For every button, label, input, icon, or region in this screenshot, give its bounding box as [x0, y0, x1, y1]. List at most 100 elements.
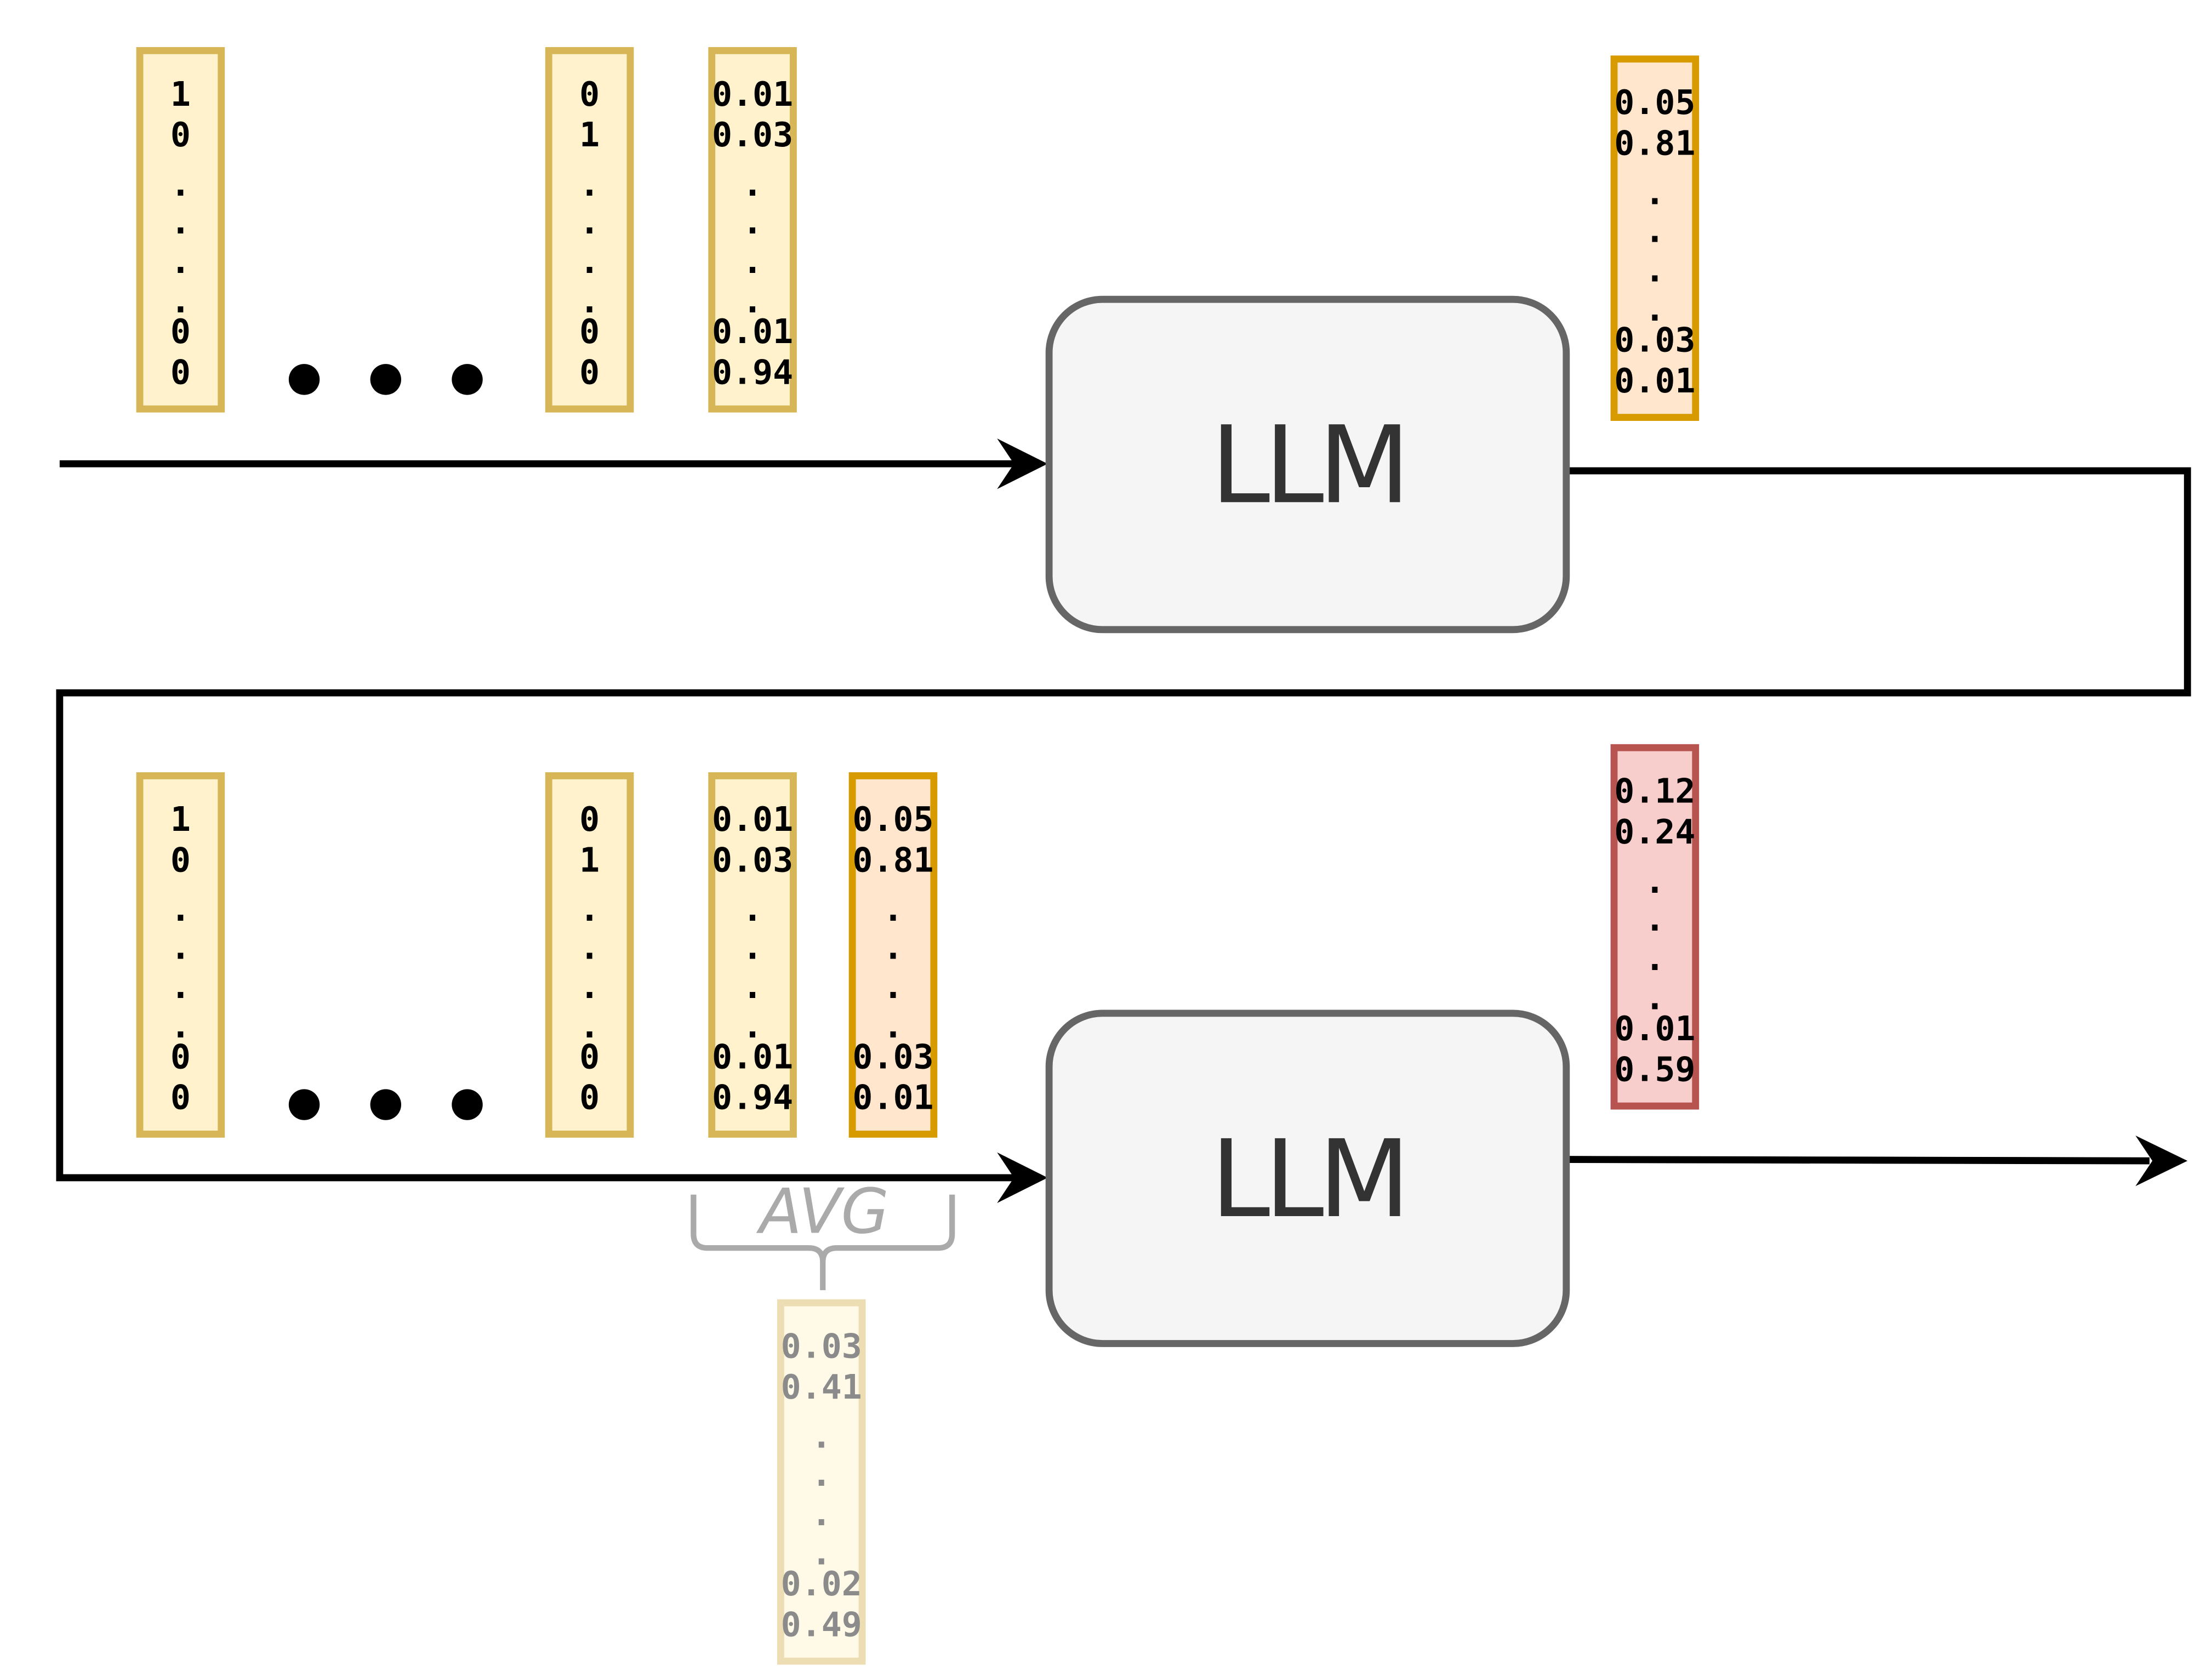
vector-value: 0.01 [852, 1078, 933, 1117]
vector-value: . [1645, 899, 1665, 939]
vector-value: . [579, 889, 600, 929]
bottom-input-arrowhead [997, 1152, 1048, 1204]
vector-box [777, 1299, 866, 1665]
ellipsis-dot [288, 364, 320, 395]
vector-value: . [743, 927, 763, 967]
vector-value: 0.94 [712, 1078, 793, 1117]
vector-value: 0.12 [1614, 772, 1695, 811]
vector-value: 0 [579, 1037, 600, 1076]
llm-box-bottom: LLM [1045, 1010, 1570, 1347]
vector-box [136, 47, 225, 413]
avg-label: AVG [756, 1175, 889, 1247]
vector-output-2: 0.120.24....0.010.59 [1610, 744, 1700, 1110]
vector-value: . [1645, 978, 1665, 1018]
vector-soft-2: 0.050.81....0.030.01 [848, 772, 938, 1138]
vector-value: . [579, 927, 600, 967]
vector-value: 0.03 [712, 840, 793, 880]
vector-value: 0 [170, 115, 191, 155]
vector-value: 0.03 [852, 1037, 933, 1076]
final-output-arrow [1566, 1156, 2150, 1165]
vector-value: 0 [170, 1078, 191, 1117]
vector-value: 0.05 [852, 800, 933, 839]
vector-value: . [1645, 211, 1665, 250]
vector-box [708, 47, 797, 413]
ellipsis-top [288, 364, 483, 395]
llm-label-top: LLM [1211, 403, 1405, 527]
vector-box [708, 772, 797, 1138]
vector-value: 0.02 [781, 1564, 862, 1604]
vector-value: . [743, 1006, 763, 1046]
final-output-arrowhead [2135, 1135, 2188, 1187]
vector-value: 1 [579, 840, 600, 880]
llm-label-bottom: LLM [1211, 1117, 1405, 1241]
vector-value: 1 [579, 115, 600, 155]
vector-value: . [743, 889, 763, 929]
vector-value: . [743, 164, 763, 204]
vector-value: . [579, 1006, 600, 1046]
vector-value: 0 [579, 353, 600, 392]
vector-value: 0.01 [1614, 361, 1695, 401]
vector-value: . [1645, 173, 1665, 212]
avg-brace [691, 1194, 955, 1291]
feedback-connector [56, 467, 2191, 1182]
ellipsis-dot [370, 364, 401, 395]
vector-value: . [170, 927, 191, 967]
top-input-arrowhead [997, 438, 1048, 489]
vector-output-1: 0.050.81....0.030.01 [1610, 55, 1700, 421]
ellipsis-dot [370, 1089, 401, 1120]
vector-value: 0 [170, 353, 191, 392]
vector-value: . [170, 889, 191, 929]
vector-value: 0.05 [1614, 83, 1695, 122]
vector-avg: 0.030.41....0.020.49 [777, 1299, 866, 1665]
vector-value: 0.41 [781, 1367, 862, 1407]
vector-value: . [743, 967, 763, 1006]
vector-soft-1: 0.010.03....0.010.94 [708, 772, 797, 1138]
vector-value: 0.49 [781, 1605, 862, 1644]
vector-value: . [811, 1417, 831, 1456]
vector-onehot-n: 01....00 [545, 47, 634, 413]
vector-value: . [170, 164, 191, 204]
vectors-layer: 10....0001....000.010.03....0.010.940.05… [136, 47, 1700, 1665]
vector-value: . [579, 967, 600, 1006]
vector-value: . [579, 281, 600, 321]
vector-value: . [811, 1533, 831, 1573]
vector-value: . [883, 1006, 903, 1046]
vector-value: 0.03 [781, 1327, 862, 1366]
vector-value: 0 [579, 800, 600, 839]
llm-box-top: LLM [1045, 295, 1570, 634]
ellipsis-dot [452, 1089, 483, 1120]
vector-value: 0.03 [1614, 321, 1695, 360]
vector-value: 0 [579, 312, 600, 351]
vector-box [1610, 55, 1700, 421]
vector-value: . [883, 889, 903, 929]
vector-value: 0.01 [712, 312, 793, 351]
ellipsis-dot [288, 1089, 320, 1120]
vector-value: 0.59 [1614, 1050, 1695, 1089]
vector-box [545, 772, 634, 1138]
vector-value: 0.81 [852, 840, 933, 880]
vector-onehot-1: 10....00 [136, 772, 225, 1138]
vector-value: . [170, 967, 191, 1006]
vector-value: 0.24 [1614, 812, 1695, 852]
vector-value: 0.01 [712, 75, 793, 114]
vector-value: . [170, 281, 191, 321]
vector-onehot-1: 10....00 [136, 47, 225, 413]
vector-value: . [743, 202, 763, 242]
vector-box [1610, 744, 1700, 1110]
vector-value: 0.01 [712, 1037, 793, 1076]
vector-value: 1 [170, 75, 191, 114]
vector-value: . [811, 1494, 831, 1533]
vector-value: . [170, 1006, 191, 1046]
vector-value: 0 [170, 840, 191, 880]
ellipsis-dot [452, 364, 483, 395]
vector-value: 0 [170, 1037, 191, 1076]
vector-value: . [1645, 250, 1665, 289]
vector-box [848, 772, 938, 1138]
vector-value: . [579, 202, 600, 242]
vector-value: . [1645, 939, 1665, 978]
vector-value: . [883, 967, 903, 1006]
vector-value: 0.94 [712, 353, 793, 392]
vector-value: . [170, 202, 191, 242]
